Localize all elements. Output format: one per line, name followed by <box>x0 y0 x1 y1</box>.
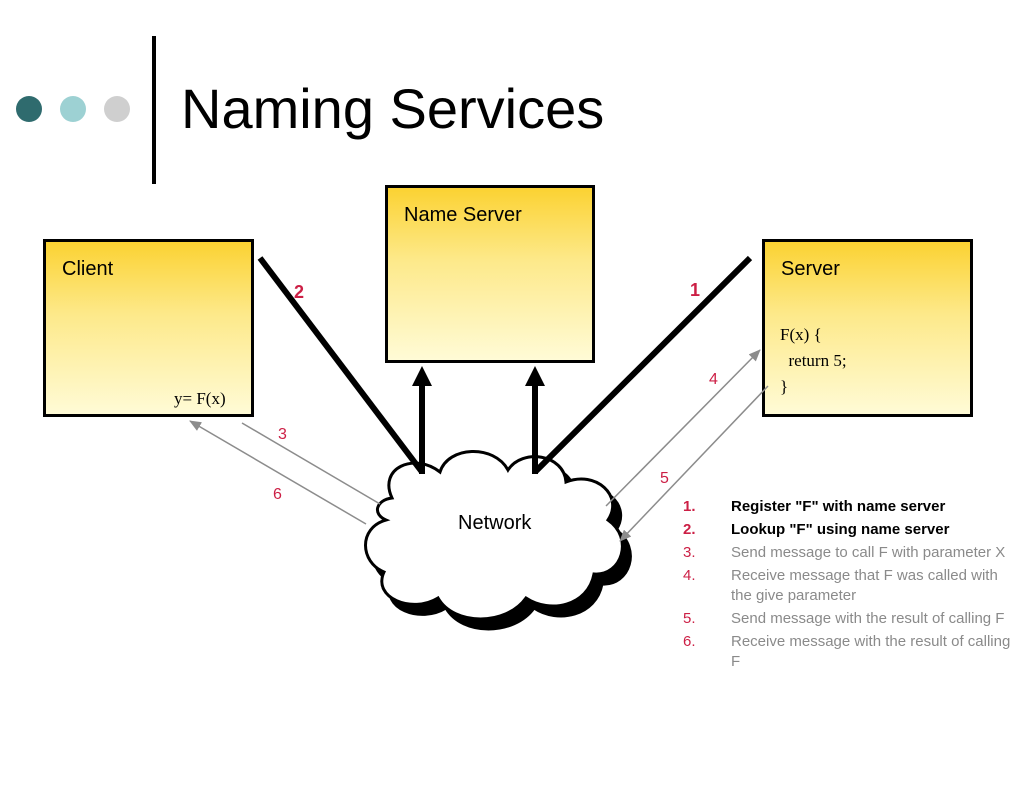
step-label-4: 4 <box>709 371 718 388</box>
step-label-6: 6 <box>273 486 282 503</box>
arrowhead-right <box>525 366 545 386</box>
network-label: Network <box>458 512 532 534</box>
name-server-label: Name Server <box>404 204 522 226</box>
server-label: Server <box>781 258 840 280</box>
steps-list-item: 2. Lookup "F" using name server <box>683 520 1013 540</box>
server-box: Server F(x) { return 5; } <box>762 239 973 417</box>
step-label-3: 3 <box>278 426 287 443</box>
steps-list-item: 1. Register "F" with name server <box>683 497 1013 517</box>
step-label-2: 2 <box>294 282 304 302</box>
step-text: Receive message that F was called with t… <box>731 567 998 604</box>
step-text: Lookup "F" using name server <box>731 521 950 538</box>
step-text: Send message to call F with parameter X <box>731 544 1006 561</box>
server-code-line-3: } <box>780 377 789 396</box>
title-dot-1 <box>16 96 42 122</box>
step-label-1: 1 <box>690 280 700 300</box>
name-server-box: Name Server <box>385 185 595 363</box>
steps-list-item: 6. Receive message with the result of ca… <box>683 632 1013 672</box>
server-network-link <box>532 255 753 475</box>
client-box: Client y= F(x) <box>43 239 254 417</box>
steps-list-item: 4. Receive message that F was called wit… <box>683 566 1013 606</box>
step-number: 5. <box>683 610 696 627</box>
client-network-link <box>257 256 425 474</box>
step-text: Receive message with the result of calli… <box>731 633 1011 670</box>
step-number: 6. <box>683 633 696 650</box>
title-dot-3 <box>104 96 130 122</box>
step-number: 1. <box>683 498 696 515</box>
steps-list-item: 5. Send message with the result of calli… <box>683 609 1013 629</box>
title-dot-2 <box>60 96 86 122</box>
steps-list: 1. Register "F" with name server 2. Look… <box>683 497 1013 675</box>
message-arrow-3 <box>241 422 381 505</box>
step-number: 3. <box>683 544 696 561</box>
step-text: Send message with the result of calling … <box>731 610 1005 627</box>
step-number: 2. <box>683 521 696 538</box>
server-code-line-1: F(x) { <box>780 325 822 344</box>
step-label-5: 5 <box>660 470 669 487</box>
message-arrow-6 <box>189 420 367 525</box>
message-arrow-4 <box>605 349 761 507</box>
network-cloud <box>364 450 624 621</box>
step-text: Register "F" with name server <box>731 498 946 515</box>
server-code-line-2: return 5; <box>780 351 847 370</box>
message-arrow-5 <box>619 385 769 542</box>
steps-list-item: 3. Send message to call F with parameter… <box>683 543 1013 563</box>
slide-title: Naming Services <box>181 77 605 140</box>
client-label: Client <box>62 258 114 280</box>
arrowhead-left <box>412 366 432 386</box>
title-divider <box>152 36 156 184</box>
client-code: y= F(x) <box>174 389 226 408</box>
step-number: 4. <box>683 567 696 584</box>
